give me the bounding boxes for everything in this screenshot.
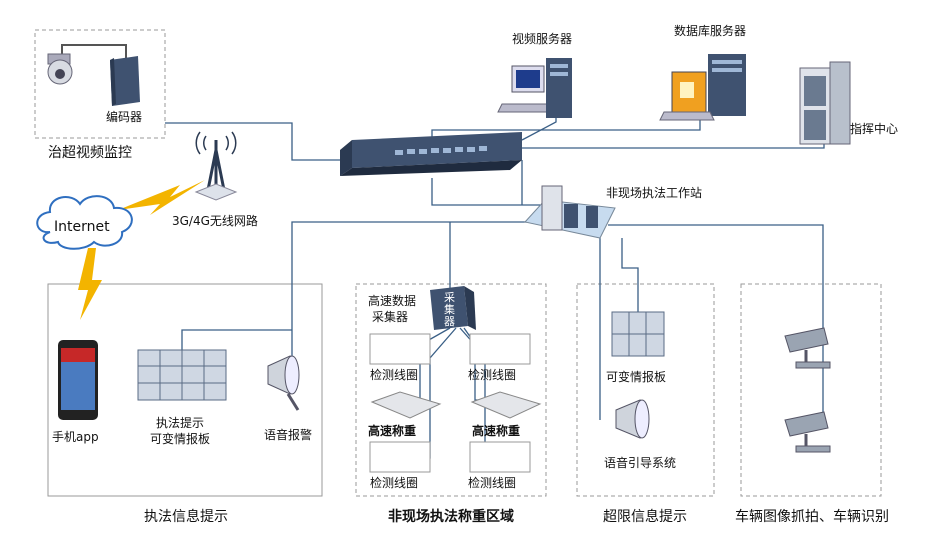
collector-label-line2: 采集器 <box>372 310 409 324</box>
coil-label: 检测线圈 <box>468 476 517 490</box>
collector-box-text-1: 采 <box>444 291 455 304</box>
guidance-speaker-icon <box>615 399 650 439</box>
command-center-label: 指挥中心 <box>850 122 899 136</box>
scale-label: 高速称重 <box>472 424 521 438</box>
video-server-label: 视频服务器 <box>511 32 573 46</box>
overlimit-board-label: 可变情报板 <box>606 370 667 384</box>
enforcement-info-zone <box>47 283 323 497</box>
coil-label: 检测线圈 <box>370 368 419 382</box>
phone-icon <box>58 340 98 420</box>
phone-label: 手机app <box>52 430 99 444</box>
speaker-icon <box>267 355 300 411</box>
video-monitor-zone <box>34 29 166 139</box>
collector-box-text-3: 器 <box>444 315 455 328</box>
video-server-icon <box>497 58 572 118</box>
speaker-label: 语音报警 <box>264 428 313 442</box>
collector-box-icon <box>430 286 476 330</box>
workstation-label: 非现场执法工作站 <box>606 186 703 200</box>
board-label-line2: 可变情报板 <box>149 432 211 446</box>
weigh-scale-icon <box>470 391 542 419</box>
collector-label-line1: 高速数据 <box>368 294 417 308</box>
board-label-line1: 执法提示 <box>155 416 205 430</box>
encoder-icon <box>110 56 140 106</box>
lightning-icon <box>78 248 102 320</box>
lightning-icon <box>118 180 205 215</box>
weighing-zone-title: 非现场执法称重区域 <box>388 509 514 525</box>
wireless-label: 3G/4G无线网路 <box>172 214 258 228</box>
guidance-speaker-label: 语音引导系统 <box>604 456 677 470</box>
network-switch-icon <box>340 132 522 176</box>
weighing-zone <box>355 283 547 497</box>
detection-coil-icon <box>469 333 531 365</box>
encoder-label: 编码器 <box>106 110 143 124</box>
dome-camera-icon <box>47 44 127 85</box>
database-server-icon <box>659 54 746 121</box>
coil-label: 检测线圈 <box>468 368 517 382</box>
coil-label: 检测线圈 <box>370 476 419 490</box>
collector-box-text-2: 集 <box>444 303 455 316</box>
weigh-scale-icon <box>370 391 442 419</box>
internet-label: Internet <box>54 219 110 235</box>
overlimit-info-zone <box>576 283 715 497</box>
wireless-tower-icon <box>194 131 238 201</box>
capture-camera-icon <box>784 411 831 453</box>
enforcement-board-icon <box>137 349 227 401</box>
detection-coil-icon <box>369 441 431 473</box>
overlimit-info-title: 超限信息提示 <box>603 509 687 525</box>
vehicle-capture-title: 车辆图像抓拍、车辆识别 <box>735 509 889 525</box>
vehicle-capture-zone <box>740 283 882 497</box>
video-monitor-title: 治超视频监控 <box>48 145 132 161</box>
scale-label: 高速称重 <box>368 424 417 438</box>
internet-cloud-icon <box>36 195 133 250</box>
capture-camera-icon <box>784 327 831 369</box>
command-center-icon <box>799 61 851 145</box>
detection-coil-icon <box>369 333 431 365</box>
enforcement-info-title: 执法信息提示 <box>144 509 228 525</box>
workstation-icon <box>524 185 616 239</box>
db-server-label: 数据库服务器 <box>673 24 747 38</box>
overlimit-board-icon <box>611 311 665 357</box>
detection-coil-icon <box>469 441 531 473</box>
